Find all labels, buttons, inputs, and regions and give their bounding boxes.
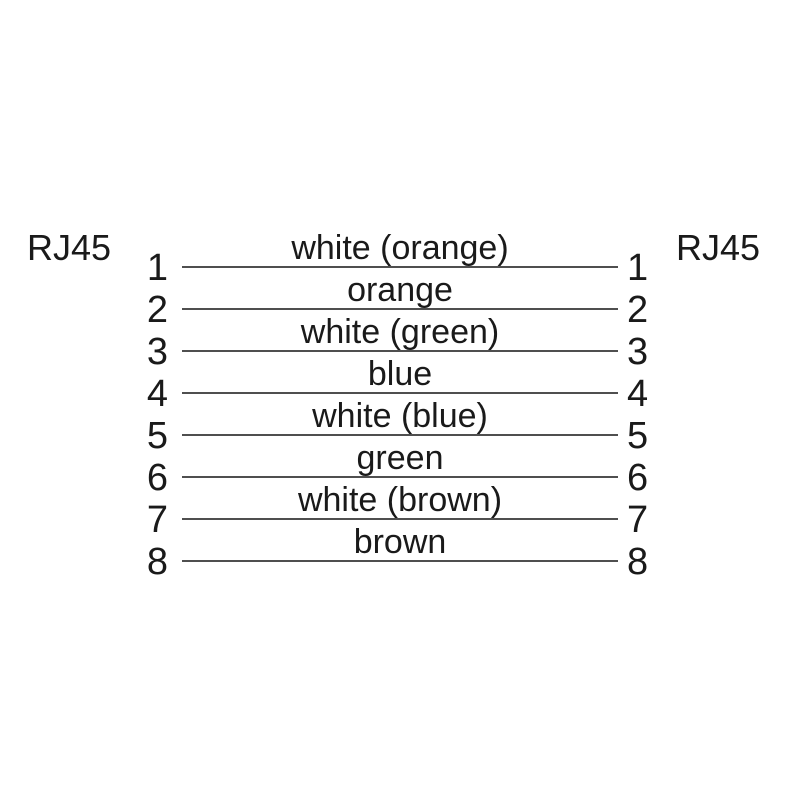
wire-line (182, 476, 618, 478)
left-pin-number: 2 (146, 289, 168, 331)
left-pin-number: 3 (146, 331, 168, 373)
right-pin-number: 4 (627, 373, 649, 415)
wire-color-label: blue (367, 355, 433, 393)
wire-line (182, 266, 618, 268)
wire-line (182, 560, 618, 562)
left-connector-label: RJ45 (27, 227, 112, 268)
right-pin-number: 1 (627, 247, 649, 289)
right-pin-number: 8 (627, 541, 649, 583)
left-pin-number: 5 (146, 415, 168, 457)
right-pin-number: 5 (627, 415, 649, 457)
left-pin-number: 7 (146, 499, 168, 541)
wire-line (182, 350, 618, 352)
wire-color-label: white (green) (300, 313, 500, 351)
wire-color-label: orange (347, 271, 453, 309)
wire-line (182, 392, 618, 394)
wire-line (182, 518, 618, 520)
wire-color-label: white (orange) (291, 229, 509, 267)
left-pin-number: 1 (146, 247, 168, 289)
wire-color-label: green (356, 439, 444, 477)
left-pin-number: 4 (146, 373, 168, 415)
right-pin-number: 2 (627, 289, 649, 331)
wire-color-label: white (blue) (312, 397, 488, 435)
wire-line (182, 434, 618, 436)
wire-color-label: white (brown) (297, 481, 503, 519)
wire-line (182, 308, 618, 310)
left-pin-number: 6 (146, 457, 168, 499)
right-connector-label: RJ45 (676, 227, 761, 268)
wire-color-label: brown (353, 523, 447, 561)
right-pin-number: 7 (627, 499, 649, 541)
left-pin-number: 8 (146, 541, 168, 583)
right-pin-number: 3 (627, 331, 649, 373)
right-pin-number: 6 (627, 457, 649, 499)
